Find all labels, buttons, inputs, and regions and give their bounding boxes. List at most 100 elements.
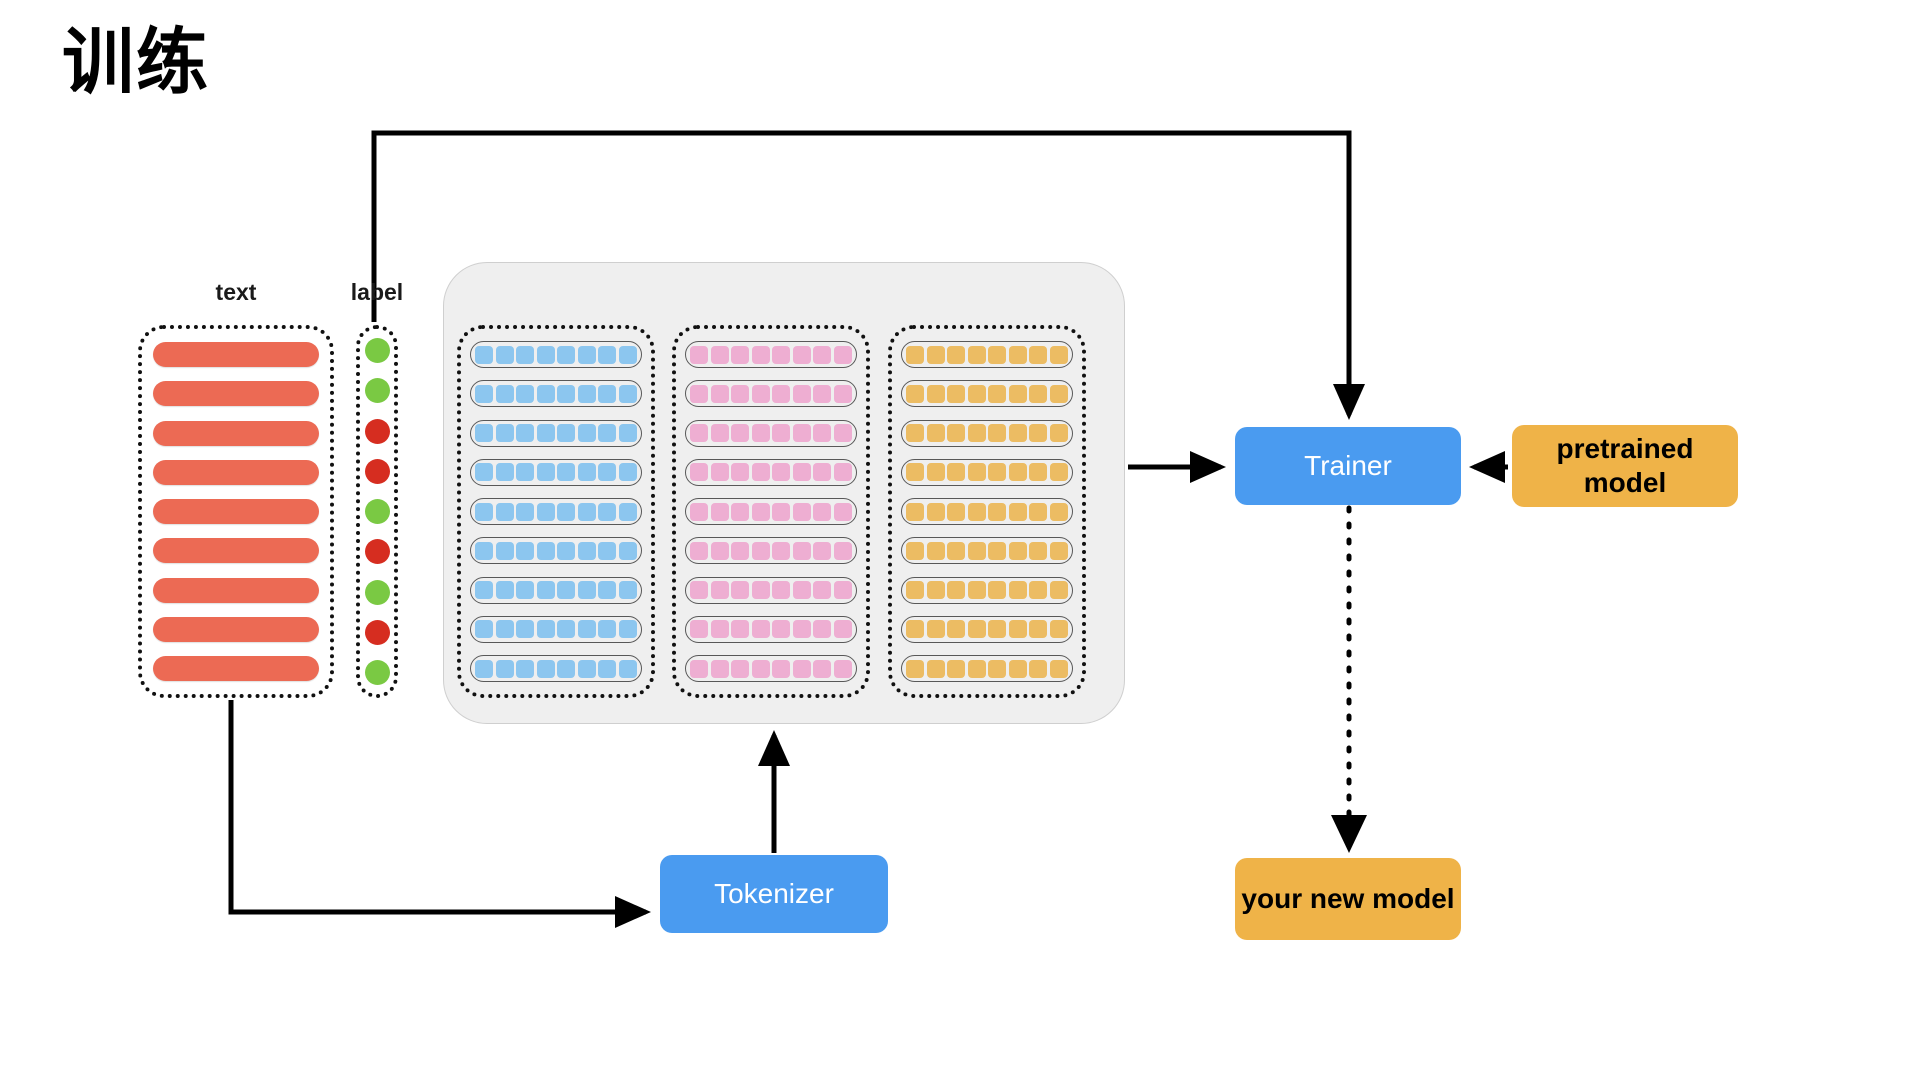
token-cell bbox=[813, 463, 832, 482]
token-cell bbox=[988, 345, 1007, 364]
token-cell bbox=[495, 581, 514, 599]
token-cell bbox=[577, 424, 596, 442]
token-cell bbox=[495, 424, 514, 442]
token-cell bbox=[557, 345, 576, 364]
input-ids-row bbox=[470, 576, 642, 604]
token-cell bbox=[557, 541, 576, 560]
token-cell bbox=[598, 502, 617, 521]
token-cell bbox=[926, 620, 945, 639]
token-cell bbox=[618, 463, 637, 482]
token-cell bbox=[1008, 620, 1027, 639]
input-ids-row bbox=[470, 458, 642, 486]
input-ids-row bbox=[470, 537, 642, 565]
token-cell bbox=[731, 345, 750, 364]
token-cell bbox=[967, 502, 986, 521]
token-cell bbox=[475, 384, 493, 403]
token-cell bbox=[967, 581, 986, 599]
text-bar bbox=[153, 577, 319, 603]
token-cell bbox=[731, 502, 750, 521]
token-cell bbox=[1008, 345, 1027, 364]
token-cell bbox=[598, 463, 617, 482]
token-cell bbox=[475, 541, 493, 560]
token-cell bbox=[926, 424, 945, 442]
attention-mask-column[interactable] bbox=[888, 325, 1086, 698]
token-cell bbox=[1049, 345, 1068, 364]
token-type-ids-row bbox=[685, 380, 857, 408]
token-cell bbox=[618, 384, 637, 403]
pretrained-model-box[interactable]: pretrained model bbox=[1512, 425, 1738, 507]
token-cell bbox=[536, 384, 555, 403]
token-cell bbox=[772, 345, 791, 364]
token-cell bbox=[947, 345, 966, 364]
token-cell bbox=[751, 502, 770, 521]
attention-mask-row bbox=[901, 615, 1073, 643]
token-cell bbox=[516, 620, 535, 639]
token-cell bbox=[947, 384, 966, 403]
token-cell bbox=[906, 620, 924, 639]
tokenizer-box[interactable]: Tokenizer bbox=[660, 855, 888, 933]
token-cell bbox=[792, 620, 811, 639]
token-cell bbox=[906, 659, 924, 678]
text-column[interactable] bbox=[138, 325, 334, 698]
token-cell bbox=[792, 502, 811, 521]
token-cell bbox=[557, 463, 576, 482]
input-ids-column[interactable] bbox=[457, 325, 655, 698]
token-cell bbox=[988, 541, 1007, 560]
token-cell bbox=[710, 463, 729, 482]
token-cell bbox=[516, 541, 535, 560]
token-type-ids-row bbox=[685, 576, 857, 604]
token-cell bbox=[618, 541, 637, 560]
trainer-box[interactable]: Trainer bbox=[1235, 427, 1461, 505]
token-cell bbox=[598, 659, 617, 678]
token-cell bbox=[710, 424, 729, 442]
token-cell bbox=[618, 659, 637, 678]
caption-label: label bbox=[350, 279, 404, 305]
token-cell bbox=[926, 345, 945, 364]
token-cell bbox=[557, 620, 576, 639]
token-cell bbox=[710, 384, 729, 403]
attention-mask-row bbox=[901, 458, 1073, 486]
token-cell bbox=[557, 502, 576, 521]
token-cell bbox=[495, 620, 514, 639]
text-bar bbox=[153, 499, 319, 524]
token-cell bbox=[731, 620, 750, 639]
token-cell bbox=[926, 384, 945, 403]
token-cell bbox=[710, 541, 729, 560]
token-cell bbox=[731, 384, 750, 403]
input-ids-row bbox=[470, 655, 642, 682]
token-cell bbox=[947, 424, 966, 442]
label-dot-red bbox=[364, 539, 390, 565]
token-type-ids-row bbox=[685, 615, 857, 643]
token-cell bbox=[751, 463, 770, 482]
token-cell bbox=[710, 502, 729, 521]
text-bar bbox=[153, 616, 319, 642]
token-cell bbox=[475, 581, 493, 599]
token-cell bbox=[516, 581, 535, 599]
token-cell bbox=[731, 659, 750, 678]
token-cell bbox=[618, 502, 637, 521]
token-cell bbox=[1029, 463, 1048, 482]
token-cell bbox=[947, 620, 966, 639]
token-cell bbox=[731, 541, 750, 560]
token-type-ids-column[interactable] bbox=[672, 325, 870, 698]
label-column[interactable] bbox=[356, 325, 398, 698]
token-cell bbox=[1008, 384, 1027, 403]
token-cell bbox=[731, 424, 750, 442]
token-cell bbox=[495, 384, 514, 403]
token-cell bbox=[792, 581, 811, 599]
token-cell bbox=[1029, 541, 1048, 560]
token-cell bbox=[475, 463, 493, 482]
token-cell bbox=[1049, 620, 1068, 639]
label-dot-green bbox=[364, 338, 390, 363]
token-cell bbox=[536, 424, 555, 442]
token-cell bbox=[690, 384, 708, 403]
label-dot-green bbox=[364, 660, 390, 685]
your-new-model-box[interactable]: your new model bbox=[1235, 858, 1461, 940]
input-ids-row bbox=[470, 419, 642, 447]
token-cell bbox=[1049, 581, 1068, 599]
token-cell bbox=[751, 659, 770, 678]
token-cell bbox=[557, 424, 576, 442]
token-cell bbox=[988, 502, 1007, 521]
token-cell bbox=[731, 581, 750, 599]
token-cell bbox=[967, 659, 986, 678]
